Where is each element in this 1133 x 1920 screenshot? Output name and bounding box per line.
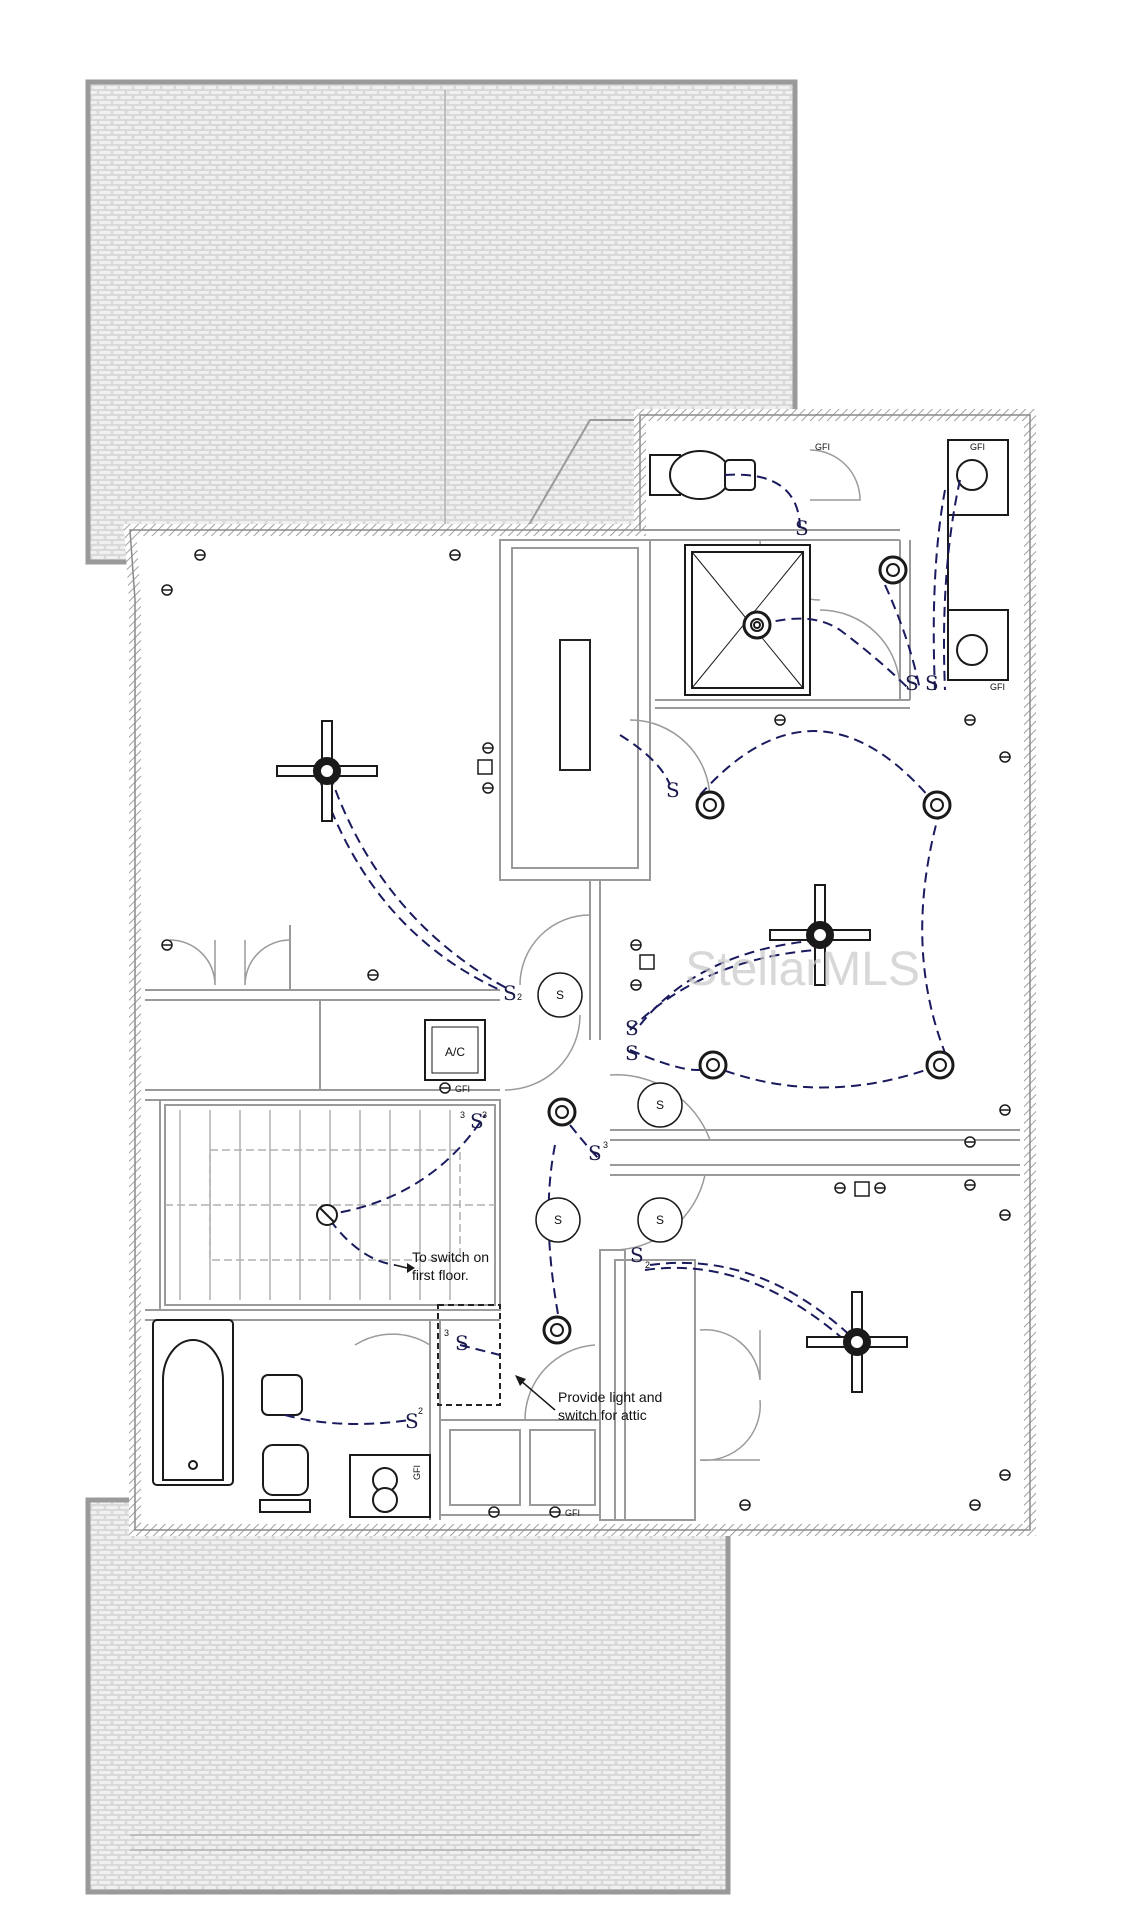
- switch-way-label: 3: [482, 1110, 487, 1120]
- note-line: switch for attic: [558, 1407, 647, 1423]
- switch-symbol: S: [625, 1041, 639, 1065]
- ceiling-light-inner: [550, 563, 947, 1337]
- switch-symbol: S: [630, 1243, 644, 1267]
- gfi-label: GFI: [970, 442, 985, 452]
- ceiling-light: [695, 790, 725, 820]
- ceiling-fan-bedroom-2: [769, 884, 871, 986]
- gfi-labels: GFI GFI GFI GFI GFI GFI: [412, 442, 1005, 1518]
- gfi-label: GFI: [455, 1084, 470, 1094]
- note-line: Provide light and: [558, 1389, 662, 1405]
- gfi-label: GFI: [565, 1508, 580, 1518]
- switch-symbol: S: [405, 1409, 419, 1433]
- data-jacks: [477, 759, 870, 1197]
- ceiling-fan-bedroom-1: [276, 720, 378, 822]
- watermark: StellarMLS: [685, 943, 920, 996]
- ac-unit: A/C: [424, 1019, 486, 1081]
- stair-light: [316, 1204, 338, 1226]
- smoke-detector-label: S: [656, 1098, 664, 1112]
- roof-top: [85, 79, 798, 565]
- gfi-label: GFI: [412, 1465, 422, 1480]
- switch-symbol: S: [588, 1141, 602, 1165]
- switch-symbol: S: [905, 671, 919, 695]
- smoke-detector-label: S: [556, 988, 564, 1002]
- switch-way-label: 3: [460, 1110, 465, 1120]
- note-first-floor-switch: To switch on first floor.: [394, 1249, 489, 1283]
- switch-way-label: 2: [418, 1406, 423, 1416]
- switch-symbol: S: [503, 981, 517, 1005]
- ac-label: A/C: [445, 1045, 465, 1059]
- switch-way-label: 2: [645, 1260, 650, 1270]
- note-line: first floor.: [412, 1267, 469, 1283]
- switch-way-label: 2: [517, 992, 522, 1002]
- switch-symbol: S: [666, 778, 680, 802]
- gfi-label: GFI: [990, 682, 1005, 692]
- ceiling-light: [878, 555, 908, 585]
- outlets: [161, 549, 1011, 1518]
- ceiling-fan-bedroom-3: [806, 1291, 908, 1393]
- switch-way-label: 3: [603, 1140, 608, 1150]
- toilet-seat: [261, 1374, 303, 1416]
- ceiling-light: [922, 790, 952, 820]
- switch-symbol: S: [455, 1331, 469, 1355]
- switch-symbol: S: [470, 1109, 484, 1133]
- switch-way-label: 3: [444, 1328, 449, 1338]
- ceiling-light: [925, 1050, 955, 1080]
- lower-bath-fixtures: [152, 1319, 431, 1518]
- smoke-detector-label: S: [554, 1213, 562, 1227]
- smoke-detectors: S S S S: [535, 972, 683, 1243]
- switch-symbol: S: [625, 1016, 639, 1040]
- ceiling-light: [542, 1315, 572, 1345]
- note-attic: Provide light and switch for attic: [515, 1375, 662, 1423]
- ceiling-light: [547, 1097, 577, 1127]
- switch-symbol: S: [795, 516, 809, 540]
- ceiling-light: [698, 1050, 728, 1080]
- roof-bottom: [85, 1497, 731, 1895]
- toilet-bowl: [669, 450, 731, 500]
- ceiling-light: [742, 610, 772, 640]
- wiring: [284, 473, 961, 1425]
- smoke-detector-label: S: [656, 1213, 664, 1227]
- gfi-label: GFI: [815, 442, 830, 452]
- ceiling-lights: [542, 555, 955, 1345]
- switches: S 2 S S S S S S S 3 3 S 3 S 2 S 3 S 2: [405, 516, 939, 1433]
- note-line: To switch on: [412, 1249, 489, 1265]
- switch-symbol: S: [925, 671, 939, 695]
